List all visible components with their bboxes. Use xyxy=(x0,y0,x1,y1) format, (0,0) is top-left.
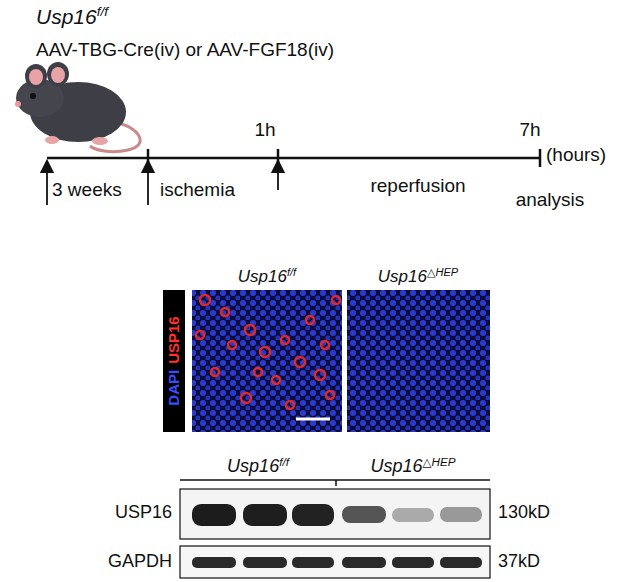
superscript-text: f/f xyxy=(97,4,108,19)
usp16-bands xyxy=(192,504,482,526)
protein-label: USP16 xyxy=(115,503,172,523)
protein-label: GAPDH xyxy=(108,552,172,572)
label-text: 130kD xyxy=(498,502,550,522)
group-divider xyxy=(335,480,337,486)
channel-label: DAPI USP16 xyxy=(166,316,183,405)
superscript-text: △HEP xyxy=(423,455,456,468)
label-text: AAV-TBG-Cre(iv) or AAV-FGF18(iv) xyxy=(36,39,334,60)
label-text: reperfusion xyxy=(370,175,465,196)
unit-label: (hours) xyxy=(546,145,606,166)
label-text: Usp16 xyxy=(36,5,97,28)
if-image-control xyxy=(192,290,342,432)
group-label: Usp16f/f xyxy=(238,266,296,287)
label-text: 7h xyxy=(519,119,540,140)
size-label: 37kD xyxy=(498,552,540,572)
label-text: Usp16 xyxy=(238,267,287,286)
label-text: Usp16 xyxy=(370,456,422,476)
phase-label: 3 weeks xyxy=(52,180,122,201)
label-text: 1h xyxy=(254,119,275,140)
label-text: (hours) xyxy=(546,144,606,165)
timeline xyxy=(47,149,540,205)
mouse-illustration xyxy=(15,62,140,152)
label-text: Usp16 xyxy=(227,456,279,476)
usp16-positive-cells xyxy=(196,295,340,409)
channel-label-strip xyxy=(163,290,185,432)
phase-label: reperfusion xyxy=(370,176,465,197)
label-text: GAPDH xyxy=(108,551,172,571)
superscript-text: △HEP xyxy=(427,266,458,278)
label-text: ischemia xyxy=(160,179,235,200)
group-label: Usp16f/f xyxy=(227,456,289,477)
gapdh-bands xyxy=(192,557,482,568)
label-text: DAPI xyxy=(165,370,182,406)
phase-label: analysis xyxy=(516,190,585,211)
group-label: Usp16△HEP xyxy=(370,456,455,477)
size-label: 130kD xyxy=(498,503,550,523)
label-text: Usp16 xyxy=(378,267,427,286)
superscript-text: f/f xyxy=(279,455,289,468)
label-text: analysis xyxy=(516,189,585,210)
label-text: USP16 xyxy=(115,502,172,522)
blot-gapdh xyxy=(180,546,490,578)
if-image-knockout xyxy=(347,290,490,432)
blot-usp16 xyxy=(180,489,490,539)
treatment-label: AAV-TBG-Cre(iv) or AAV-FGF18(iv) xyxy=(36,40,334,61)
scale-bar xyxy=(296,418,330,421)
phase-label: ischemia xyxy=(160,180,235,201)
time-label: 1h xyxy=(254,120,275,141)
group-line xyxy=(180,479,490,481)
label-text: 37kD xyxy=(498,551,540,571)
label-text: USP16 xyxy=(165,316,182,364)
group-label: Usp16△HEP xyxy=(378,266,458,287)
genotype-title: Usp16f/f xyxy=(36,4,108,28)
label-text: 3 weeks xyxy=(52,179,122,200)
time-label: 7h xyxy=(519,120,540,141)
superscript-text: f/f xyxy=(287,266,296,278)
